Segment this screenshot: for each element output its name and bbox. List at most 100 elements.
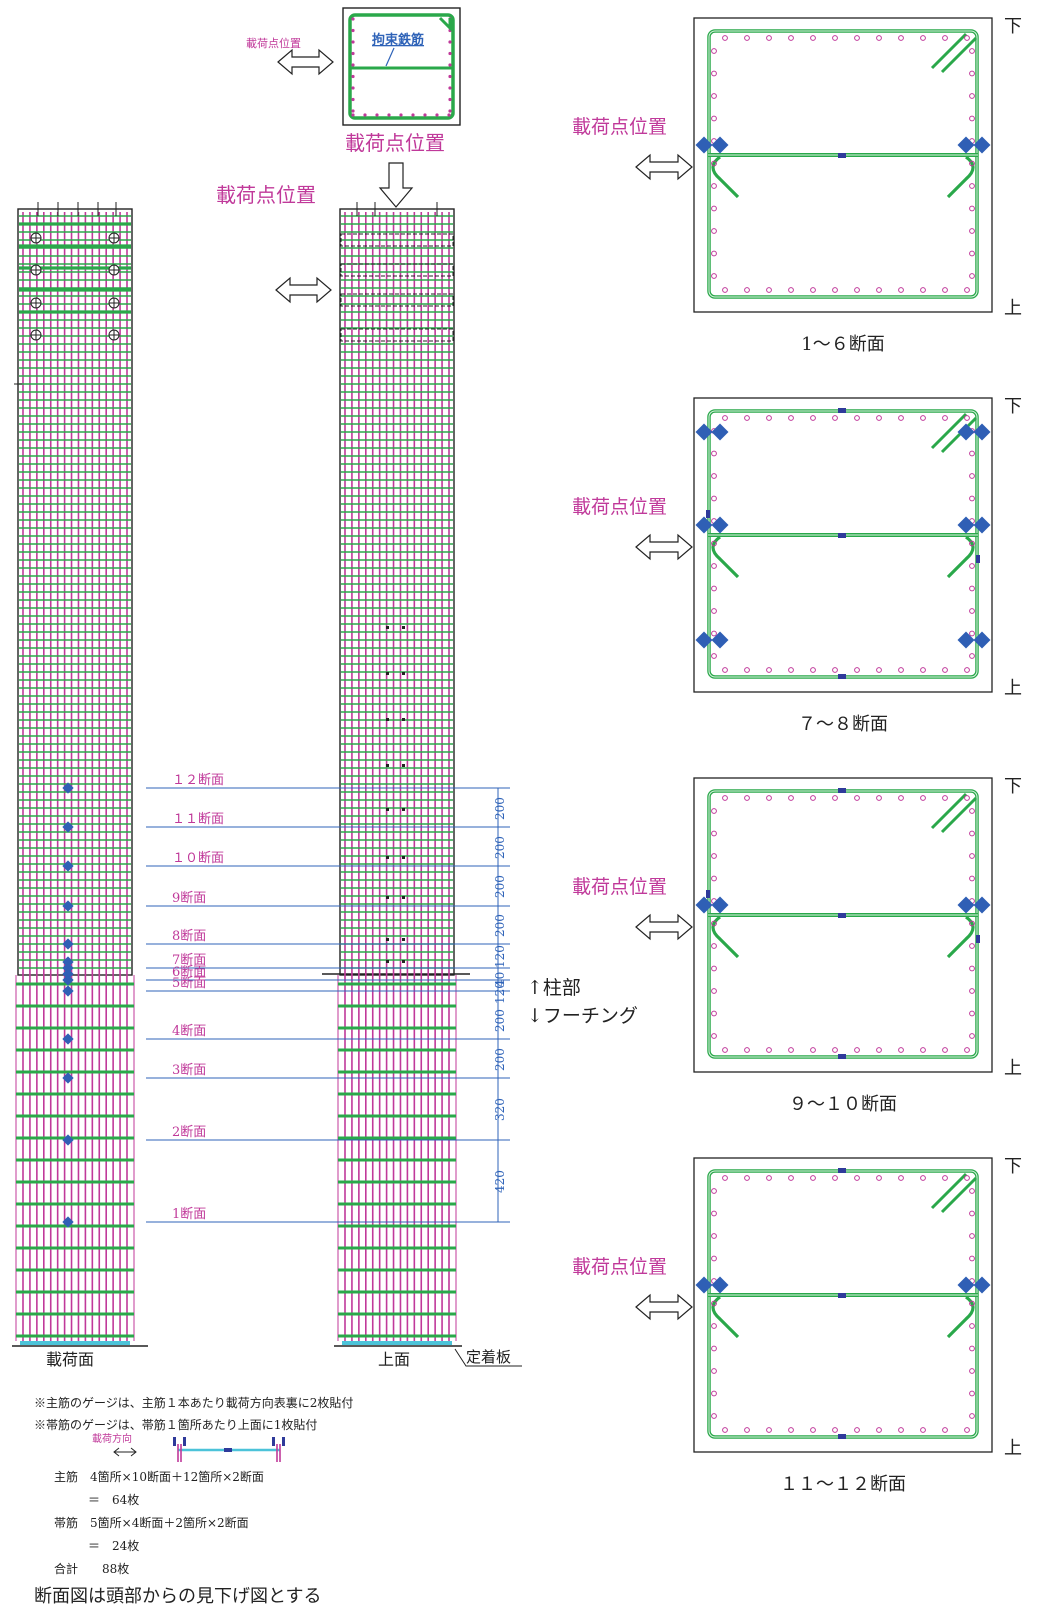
head-sleeve bbox=[340, 328, 454, 342]
right-caption: 上面 bbox=[378, 1350, 410, 1369]
panel-hook bbox=[946, 535, 975, 579]
panel-bar-dot bbox=[969, 943, 975, 949]
top-plan-bar-dot bbox=[351, 63, 355, 67]
panel-bar-dot bbox=[969, 115, 975, 122]
panel-bar-dot bbox=[964, 35, 970, 41]
panel-corner-hook bbox=[930, 412, 978, 454]
panel-label-top: 下 bbox=[1004, 16, 1022, 37]
panel-bar-dot bbox=[964, 1047, 970, 1053]
panel-gauge-diamond bbox=[711, 631, 729, 649]
gauge-dot bbox=[402, 672, 405, 675]
top-plan-small-label: 載荷点位置 bbox=[246, 36, 301, 50]
panel-bar-dot bbox=[964, 1175, 970, 1181]
top-plan-bar-dot bbox=[351, 51, 355, 56]
panel-bar-dot bbox=[854, 1427, 860, 1433]
panel-outline bbox=[693, 17, 993, 313]
side-load-arrow-elevation bbox=[275, 276, 332, 304]
panel-bar-dot bbox=[969, 1413, 975, 1419]
panel-label-bottom: 上 bbox=[1004, 678, 1022, 699]
panel-hook bbox=[711, 1295, 740, 1339]
gauge-dot bbox=[402, 808, 405, 811]
top-plan-bar-dot bbox=[399, 113, 403, 117]
panel-load-label: 載荷点位置 bbox=[572, 116, 667, 138]
dimension-value: 200 bbox=[493, 836, 507, 859]
panel-bar-dot bbox=[969, 1010, 975, 1017]
panel-gauge-diamond bbox=[957, 136, 975, 154]
elevation-load-point-label: 載荷点位置 bbox=[216, 183, 316, 207]
panel-hook bbox=[711, 155, 740, 199]
panel-bar-dot bbox=[964, 415, 970, 421]
dimension-value: 120 bbox=[493, 945, 507, 968]
top-plan-bar-dot bbox=[448, 74, 452, 79]
main-bar-total: ＝ 64枚 bbox=[88, 1493, 140, 1507]
panel-bar-dot bbox=[711, 450, 717, 457]
panel-bar-dot bbox=[969, 653, 975, 659]
gauge-legend: 載荷方向 bbox=[92, 1432, 285, 1462]
dimension-value: 200 bbox=[493, 1009, 507, 1032]
panel-tie-gauge bbox=[838, 1434, 846, 1439]
section-label: 3断面 bbox=[172, 1063, 206, 1078]
panel-tie-gauge bbox=[838, 788, 846, 793]
section-label: 2断面 bbox=[172, 1125, 206, 1140]
panel-corner-hook bbox=[930, 32, 978, 74]
panel-bar-dot bbox=[711, 965, 717, 972]
gauge-dot bbox=[386, 960, 389, 963]
right-anchor-plate bbox=[342, 1341, 452, 1345]
panel-hook bbox=[946, 915, 975, 959]
panel-bar-dot bbox=[766, 1175, 772, 1181]
panel-bar-dot bbox=[810, 795, 816, 801]
down-load-arrow bbox=[378, 162, 414, 208]
top-plan-bar-dot bbox=[351, 113, 355, 117]
panel-bar-dot bbox=[788, 1047, 794, 1053]
panel-bar-dot bbox=[969, 1233, 975, 1239]
panel-load-label: 載荷点位置 bbox=[572, 1256, 667, 1278]
panel-label-bottom: 上 bbox=[1004, 1438, 1022, 1459]
panel-bar-dot bbox=[969, 1210, 975, 1217]
panel-bar-dot bbox=[744, 667, 750, 673]
top-plan-bar-dot bbox=[448, 97, 452, 102]
panel-bar-dot bbox=[854, 1175, 860, 1181]
panel-bar-dot bbox=[964, 667, 970, 673]
panel-gauge-diamond bbox=[973, 423, 991, 441]
panel-bar-dot bbox=[744, 287, 750, 293]
panel-bar-dot bbox=[969, 70, 975, 77]
panel-bar-dot bbox=[969, 1033, 975, 1039]
panel-bar-dot bbox=[876, 1427, 882, 1433]
panel-bar-dot bbox=[810, 35, 816, 41]
panel-tie-gauge bbox=[706, 510, 710, 518]
panel-bar-dot bbox=[722, 667, 728, 673]
panel-bar-dot bbox=[969, 1345, 975, 1352]
footing-part-label: ↓フーチング bbox=[527, 1005, 638, 1027]
panel-gauge-diamond bbox=[711, 516, 729, 534]
panel-bar-dot bbox=[711, 115, 717, 122]
panel-bar-dot bbox=[898, 1427, 904, 1433]
panel-bar-dot bbox=[832, 1175, 838, 1181]
panel-outline bbox=[693, 777, 993, 1073]
panel-bar-dot bbox=[969, 495, 975, 502]
top-plan-caption: 載荷点位置 bbox=[345, 131, 445, 155]
panel-bar-dot bbox=[969, 450, 975, 457]
panel-bar-dot bbox=[810, 1175, 816, 1181]
gauge-marker bbox=[62, 1216, 74, 1228]
panel-bar-dot bbox=[920, 1175, 926, 1181]
panel-bar-dot bbox=[898, 1047, 904, 1053]
panel-bar-dot bbox=[788, 35, 794, 41]
panel-bar-dot bbox=[942, 35, 948, 41]
panel-bar-dot bbox=[766, 667, 772, 673]
panel-bar-dot bbox=[810, 1047, 816, 1053]
panel-bar-dot bbox=[711, 585, 717, 592]
dimension-value: 200 bbox=[493, 914, 507, 937]
panel-bar-dot bbox=[711, 160, 717, 167]
panel-bar-dot bbox=[711, 1255, 717, 1262]
panel-bar-dot bbox=[969, 48, 975, 54]
panel-bar-dot bbox=[942, 667, 948, 673]
panel-bar-dot bbox=[969, 1368, 975, 1374]
note-tie-gauge: ※帯筋のゲージは、帯筋１箇所あたり上面に1枚貼付 bbox=[34, 1418, 318, 1432]
dimension-value: 320 bbox=[493, 1098, 507, 1121]
top-plan-tie-leader bbox=[385, 47, 395, 67]
gauge-dot bbox=[386, 718, 389, 721]
panel-hook bbox=[946, 155, 975, 199]
